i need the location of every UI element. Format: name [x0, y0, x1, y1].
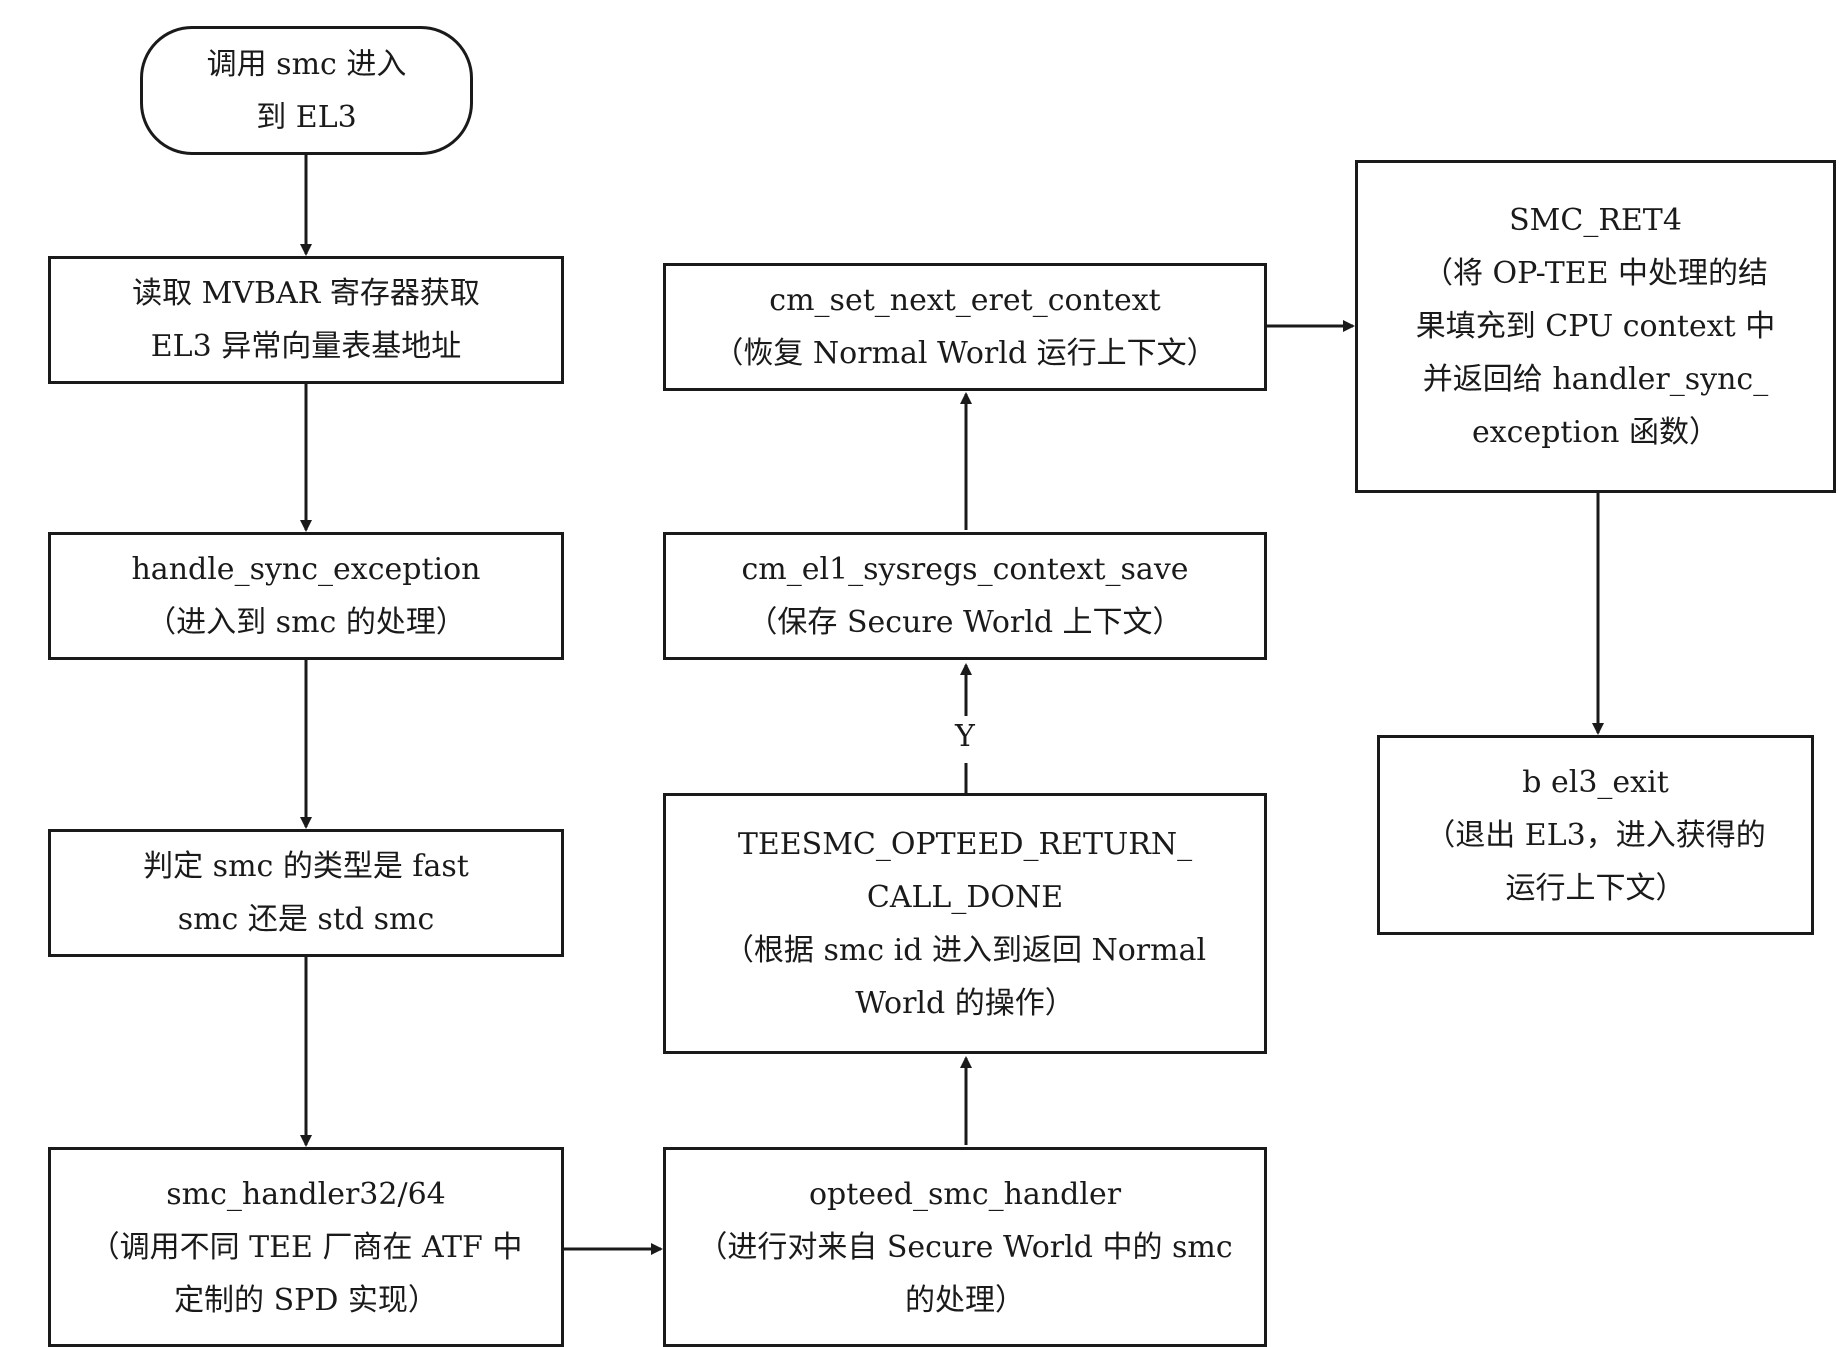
- node-teesmc-return-call-done-line: TEESMC_OPTEED_RETURN_: [737, 826, 1193, 862]
- node-opteed-smc-handler-line: opteed_smc_handler: [808, 1176, 1122, 1212]
- node-teesmc-return-call-done-line: CALL_DONE: [866, 879, 1064, 915]
- node-set-next-eret-context-line: （恢复 Normal World 运行上下文）: [713, 336, 1217, 371]
- node-opteed-smc-handler: opteed_smc_handler （进行对来自 Secure World 中…: [663, 1147, 1267, 1347]
- node-smc-handler: smc_handler32/64 （调用不同 TEE 厂商在 ATF 中 定制的…: [48, 1147, 564, 1347]
- node-el3-exit-line: b el3_exit: [1522, 764, 1669, 800]
- node-smc-ret4-line: （将 OP-TEE 中处理的结: [1422, 256, 1769, 291]
- node-context-save: cm_el1_sysregs_context_save （保存 Secure W…: [663, 532, 1267, 660]
- node-handle-sync-exception-line: handle_sync_exception: [131, 552, 481, 587]
- node-opteed-smc-handler-line: （进行对来自 Secure World 中的 smc: [697, 1229, 1233, 1265]
- node-teesmc-return-call-done: TEESMC_OPTEED_RETURN_ CALL_DONE （根据 smc …: [663, 793, 1267, 1054]
- node-judge-smc-type-line: smc 还是 std smc: [177, 902, 435, 937]
- node-handle-sync-exception-line: （进入到 smc 的处理）: [146, 605, 466, 640]
- node-start: 调用 smc 进入 到 EL3: [140, 26, 473, 155]
- node-context-save-line: （保存 Secure World 上下文）: [747, 605, 1183, 640]
- node-smc-handler-line: （调用不同 TEE 厂商在 ATF 中: [89, 1229, 523, 1265]
- node-judge-smc-type: 判定 smc 的类型是 fast smc 还是 std smc: [48, 829, 564, 957]
- node-smc-handler-line: smc_handler32/64: [166, 1176, 446, 1212]
- node-handle-sync-exception: handle_sync_exception （进入到 smc 的处理）: [48, 532, 564, 660]
- node-context-save-line: cm_el1_sysregs_context_save: [741, 552, 1189, 587]
- node-teesmc-return-call-done-line: （根据 smc id 进入到返回 Normal: [723, 932, 1207, 968]
- node-el3-exit-line: （退出 EL3，进入获得的: [1425, 817, 1766, 853]
- node-smc-handler-line: 定制的 SPD 实现）: [174, 1282, 438, 1318]
- node-judge-smc-type-line: 判定 smc 的类型是 fast: [143, 849, 469, 884]
- node-set-next-eret-context-line: cm_set_next_eret_context: [769, 283, 1161, 318]
- node-el3-exit: b el3_exit （退出 EL3，进入获得的 运行上下文）: [1377, 735, 1814, 935]
- node-smc-ret4-line: 并返回给 handler_sync_: [1422, 362, 1769, 397]
- node-start-line: 调用 smc 进入: [206, 46, 407, 82]
- node-el3-exit-line: 运行上下文）: [1505, 870, 1686, 906]
- node-read-mvbar: 读取 MVBAR 寄存器获取 EL3 异常向量表基地址: [48, 256, 564, 384]
- node-set-next-eret-context: cm_set_next_eret_context （恢复 Normal Worl…: [663, 263, 1267, 391]
- node-read-mvbar-line: 读取 MVBAR 寄存器获取: [132, 276, 480, 311]
- node-smc-ret4: SMC_RET4 （将 OP-TEE 中处理的结 果填充到 CPU contex…: [1355, 160, 1836, 493]
- node-read-mvbar-line: EL3 异常向量表基地址: [150, 329, 462, 364]
- node-start-line: 到 EL3: [256, 99, 357, 135]
- node-teesmc-return-call-done-line: World 的操作）: [855, 985, 1075, 1021]
- node-smc-ret4-line: exception 函数）: [1471, 415, 1719, 450]
- node-opteed-smc-handler-line: 的处理）: [905, 1282, 1025, 1318]
- node-smc-ret4-line: 果填充到 CPU context 中: [1415, 309, 1776, 344]
- edge-label-yes: Y: [953, 719, 977, 754]
- node-smc-ret4-line: SMC_RET4: [1509, 203, 1682, 238]
